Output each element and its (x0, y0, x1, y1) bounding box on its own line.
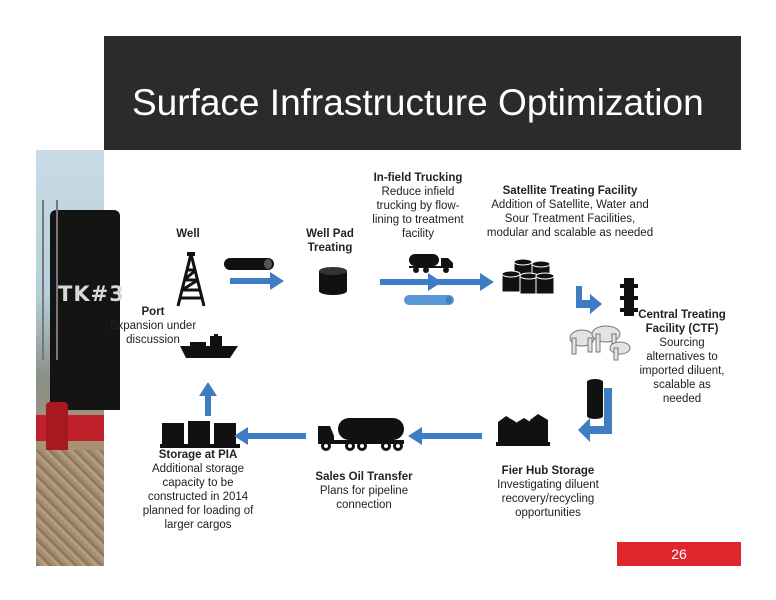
red-valve-image (46, 402, 68, 456)
well-pad-label: Well Pad Treating (294, 227, 366, 255)
arrow-fier-hub-to-sales (408, 427, 482, 445)
well-label: Well (150, 227, 226, 241)
page-number: 26 (671, 546, 687, 562)
trucking-title: In-field Trucking (373, 172, 463, 184)
tank-label: TK#3 (58, 282, 125, 306)
storage-pia-desc: Additional storage capacity to be constr… (142, 463, 254, 531)
satellite-title: Satellite Treating Facility (502, 185, 638, 197)
tank-ladder-image (42, 200, 58, 360)
arrow-ctf-to-fier-hub (578, 388, 612, 442)
fier-hub-tanks-icon (496, 414, 550, 446)
slide-title: Surface Infrastructure Optimization (132, 82, 704, 123)
arrow-well-to-pad (230, 272, 284, 290)
well-pad-title: Well Pad Treating (306, 228, 354, 254)
title-bar (104, 36, 741, 150)
satellite-tanks-icon (501, 258, 555, 295)
arrow-pad-to-trucking (380, 273, 442, 291)
pia-storage-tanks-icon (160, 421, 240, 448)
trucking-desc: Reduce infield trucking by flow-lining t… (372, 186, 464, 240)
oil-derrick-icon (176, 252, 206, 307)
ctf-title: Central Treating Facility (CTF) (638, 309, 726, 335)
flowline-pipe-icon (404, 295, 454, 305)
pipeline-icon (224, 258, 274, 270)
arrow-pia-to-port (199, 382, 217, 416)
arrow-sales-to-pia (234, 427, 306, 445)
ctf-processing-units-icon (569, 325, 631, 361)
storage-tank-image (50, 210, 120, 410)
port-label: Port Expansion under discussion (104, 305, 202, 347)
oil-tank-photo: TK#3 (36, 150, 124, 566)
port-desc: Expansion under discussion (109, 320, 197, 346)
fier-hub-label: Fier Hub Storage Investigating diluent r… (486, 464, 610, 520)
sales-oil-desc: Plans for pipeline connection (319, 485, 409, 511)
arrow-satellite-to-ctf (576, 286, 602, 314)
ctf-vessel-icon (587, 379, 603, 419)
gravel-ground-image (36, 450, 104, 566)
ctf-label: Central Treating Facility (CTF) Sourcing… (634, 308, 730, 406)
trucking-label: In-field Trucking Reduce infield truckin… (370, 171, 466, 241)
ctf-tower-icon (620, 278, 638, 316)
cargo-ship-icon (180, 334, 238, 358)
port-title: Port (141, 306, 165, 318)
tanker-truck-icon (409, 254, 453, 273)
well-pad-tank-icon (319, 267, 347, 295)
ctf-desc: Sourcing alternatives to imported diluen… (639, 337, 725, 405)
page-number-box (617, 542, 741, 566)
arrow-trucking-to-satellite (438, 273, 494, 291)
sales-oil-truck-icon (318, 418, 404, 451)
storage-pia-title: Storage at PIA (158, 449, 238, 461)
sales-oil-label: Sales Oil Transfer Plans for pipeline co… (306, 470, 422, 512)
satellite-desc: Addition of Satellite, Water and Sour Tr… (486, 199, 654, 239)
fier-hub-desc: Investigating diluent recovery/recycling… (497, 479, 599, 519)
fier-hub-title: Fier Hub Storage (501, 465, 595, 477)
storage-pia-label: Storage at PIA Additional storage capaci… (138, 448, 258, 532)
satellite-label: Satellite Treating Facility Addition of … (486, 184, 654, 240)
sales-oil-title: Sales Oil Transfer (315, 471, 413, 483)
well-title: Well (176, 228, 200, 240)
